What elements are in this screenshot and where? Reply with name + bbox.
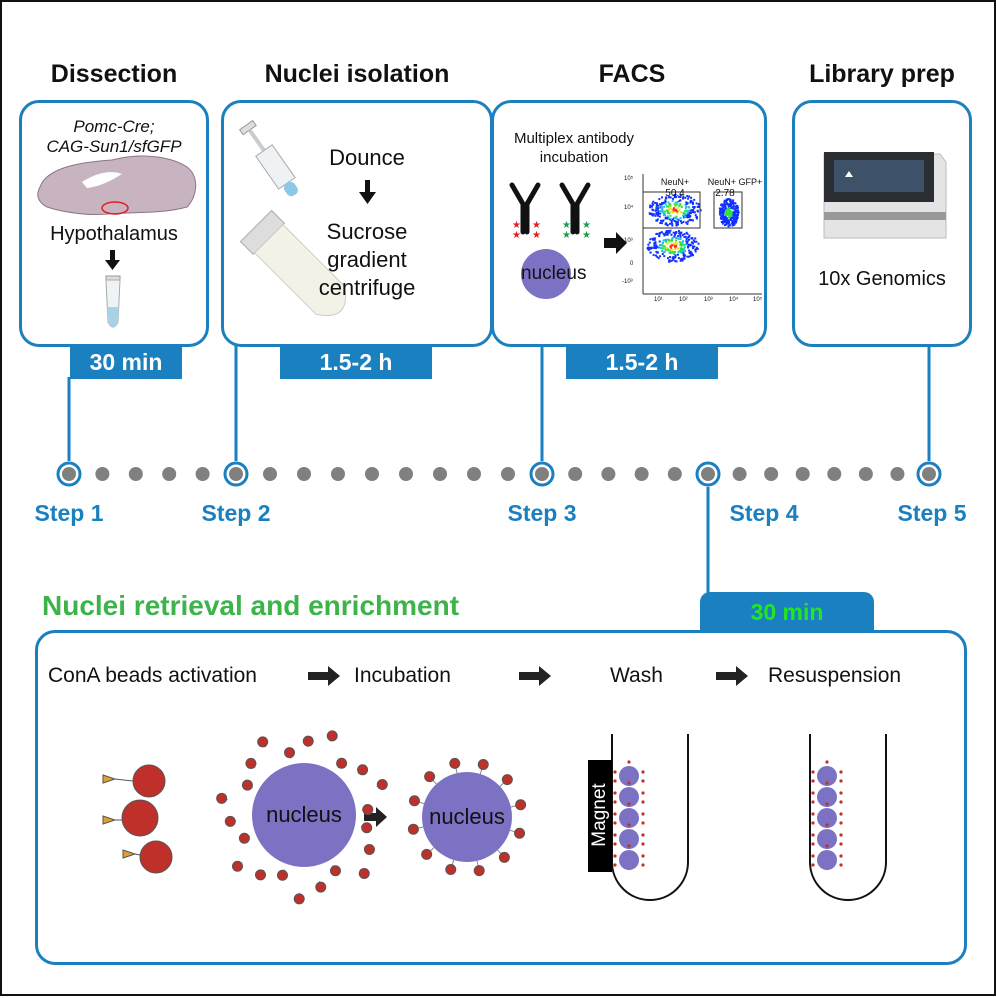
nucleus-label-bound: nucleus	[427, 804, 507, 830]
bead	[225, 816, 235, 826]
bead	[474, 866, 484, 876]
bead	[256, 870, 266, 880]
bead	[422, 849, 432, 859]
bead	[285, 748, 295, 758]
bead	[358, 765, 368, 775]
bead	[232, 861, 242, 871]
bead	[277, 870, 287, 880]
arrow-icons	[308, 666, 748, 827]
magnet-label: Magnet	[589, 765, 611, 865]
bead	[502, 775, 512, 785]
bead	[246, 758, 256, 768]
captured-nucleus	[817, 850, 837, 870]
bead	[217, 793, 227, 803]
bead	[294, 894, 304, 904]
bead	[362, 823, 372, 833]
bead	[515, 828, 525, 838]
bead	[330, 866, 340, 876]
bead	[242, 780, 252, 790]
bead	[377, 780, 387, 790]
bead	[499, 852, 509, 862]
bead	[327, 731, 337, 741]
bead	[363, 805, 373, 815]
bead	[364, 845, 374, 855]
captured-nucleus	[619, 850, 639, 870]
bead	[478, 759, 488, 769]
bead	[409, 796, 419, 806]
bead	[516, 800, 526, 810]
bead	[359, 869, 369, 879]
bead	[446, 865, 456, 875]
bead	[337, 758, 347, 768]
bead	[316, 882, 326, 892]
nucleus-label-incubation: nucleus	[264, 802, 344, 828]
bead	[425, 772, 435, 782]
bead	[239, 833, 249, 843]
bead	[408, 824, 418, 834]
cona-beads	[103, 765, 172, 873]
bead	[258, 737, 268, 747]
tube-outlines	[612, 734, 886, 900]
bead	[450, 758, 460, 768]
bead	[303, 736, 313, 746]
